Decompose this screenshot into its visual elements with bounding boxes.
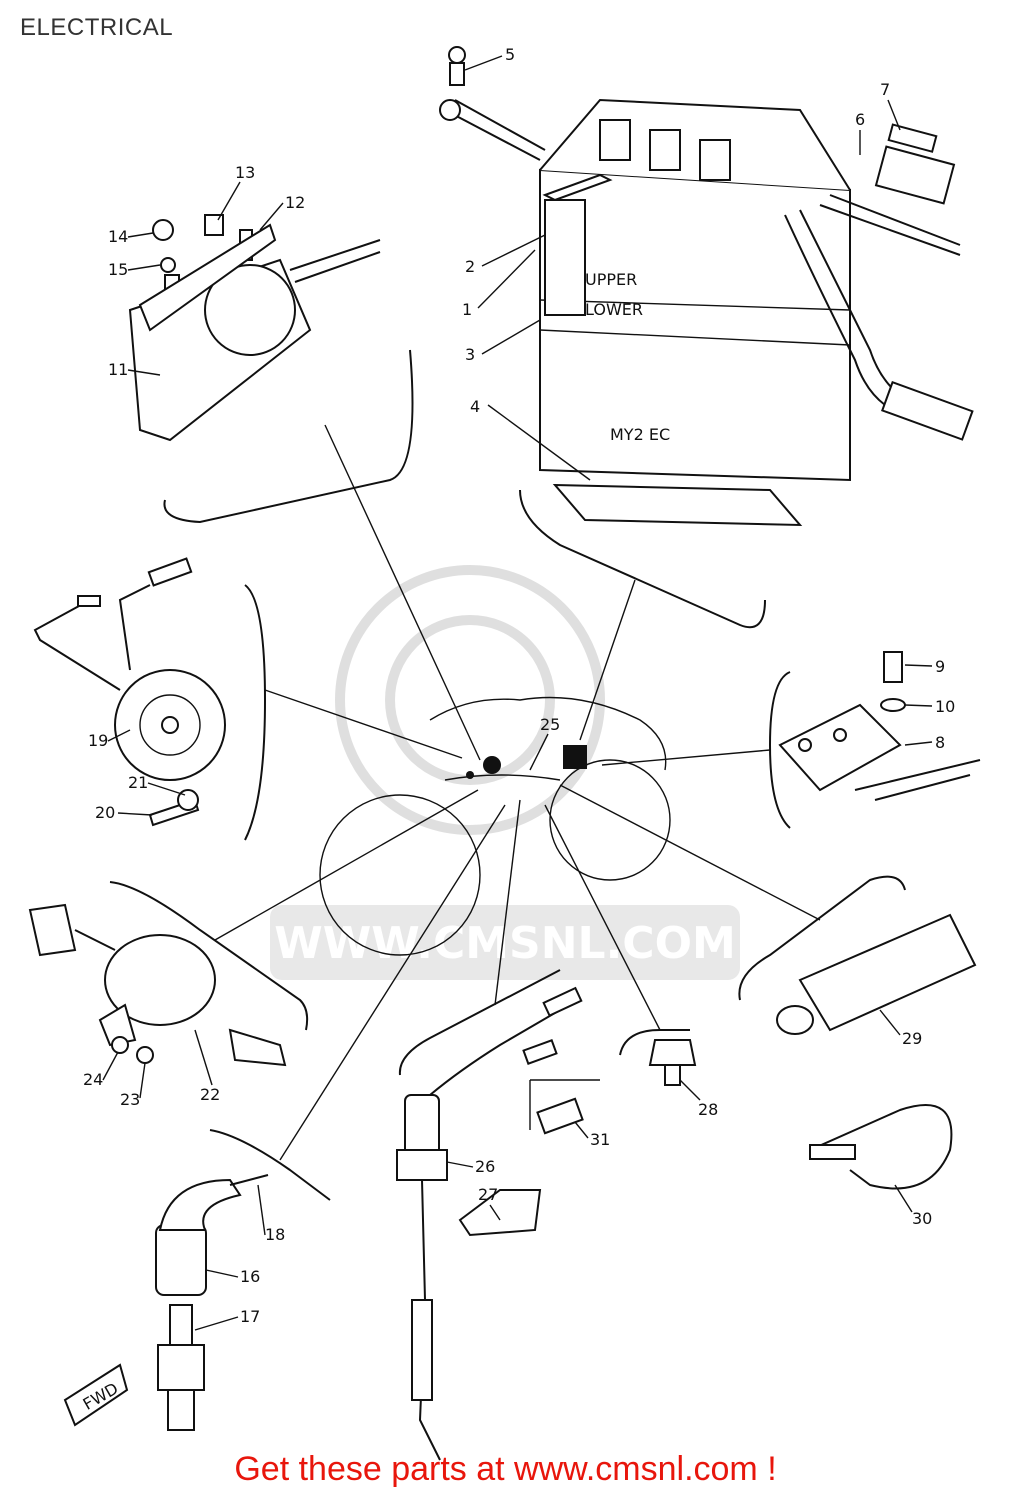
callout-27: 27 [478,1185,498,1204]
callout-7: 7 [880,80,890,99]
callout-15: 15 [108,260,128,279]
callout-24: 24 [83,1070,103,1089]
callout-19: 19 [88,731,108,750]
spark-plug-group: FWD [63,1174,269,1431]
wire-clamp [809,1104,953,1190]
callout-30: 30 [912,1209,932,1228]
flasher-relay [778,651,981,801]
battery-case-text-2: LOWER [585,300,643,319]
horn [33,557,226,827]
rubber-boot [776,913,977,1035]
sender-wiring [396,986,697,1461]
callout-4: 4 [470,397,480,416]
callout-labels: 1 2 3 4 5 6 7 8 9 10 11 12 13 14 15 16 1… [83,45,955,1326]
callout-25: 25 [540,715,560,734]
callout-23: 23 [120,1090,140,1109]
callout-14: 14 [108,227,128,246]
callout-10: 10 [935,697,955,716]
footer-promo-text: Get these parts at www.cmsnl.com ! [234,1450,777,1488]
callout-20: 20 [95,803,115,822]
callout-6: 6 [855,110,865,129]
starter-motor [128,214,381,442]
leader-lines [214,424,821,1161]
group-brackets [109,349,906,1201]
callout-18: 18 [265,1225,285,1244]
callout-2: 2 [465,257,475,276]
callout-1: 1 [462,300,472,319]
callout-26: 26 [475,1157,495,1176]
callout-5: 5 [505,45,515,64]
callout-31: 31 [590,1130,610,1149]
battery-case-text-1: UPPER [585,270,637,289]
callout-17: 17 [240,1307,260,1326]
callout-22: 22 [200,1085,220,1104]
callout-11: 11 [108,360,128,379]
callout-12: 12 [285,193,305,212]
callout-3: 3 [465,345,475,364]
callout-leaders [102,55,933,1331]
callout-28: 28 [698,1100,718,1119]
callout-8: 8 [935,733,945,752]
callout-13: 13 [235,163,255,182]
battery-model-text: MY2 EC [610,425,670,444]
page-title: ELECTRICAL [20,14,174,41]
callout-16: 16 [240,1267,260,1286]
callout-9: 9 [935,657,945,676]
callout-21: 21 [128,773,148,792]
battery: UPPER LOWER MY2 EC [439,46,974,527]
motorcycle-outline [319,696,671,956]
ignition-coil [28,903,287,1067]
callout-29: 29 [902,1029,922,1048]
